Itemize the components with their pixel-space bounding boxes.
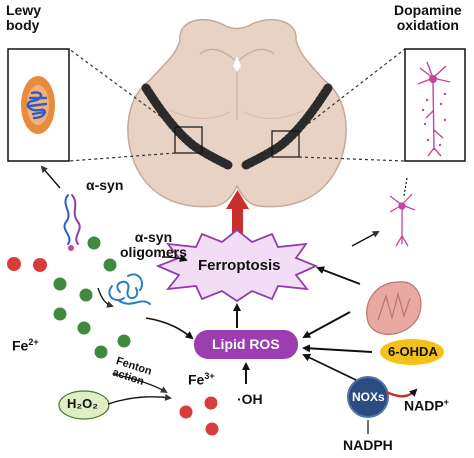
ohda-ellipse: [380, 339, 444, 365]
lipid-ros-label: Lipid ROS: [212, 336, 280, 352]
hydroxyl-label: ·OH: [237, 391, 263, 407]
fe3-dots-lower: [179, 396, 219, 436]
arrows: [40, 165, 418, 434]
noxs-label: NOXs: [352, 390, 385, 404]
fe2-dots: [53, 236, 131, 359]
h2o2-oval: [58, 390, 110, 420]
alpha-syn-strand: [63, 194, 81, 251]
oligomers-label-line2: oligomers: [120, 243, 187, 260]
alpha-syn-oligomers-label: α-syn oligomers: [120, 230, 187, 259]
nadp-label-base: NADP: [404, 397, 444, 414]
lewy-body-label-line1: Lewy: [6, 2, 42, 18]
dopamine-oxidation-label: Dopamine oxidation: [394, 3, 462, 32]
fe3-dots-upper: [7, 257, 47, 272]
fe3-label: Fe3+: [188, 371, 215, 388]
oligomer-cluster: [108, 273, 151, 305]
fe2-label: Fe2+: [12, 337, 39, 354]
ferroptosis-burst: [155, 228, 319, 303]
dopamine-label-line1: Dopamine: [394, 2, 462, 18]
mitochondria-icon: [366, 281, 422, 335]
h2o2-label: H₂O₂: [67, 396, 99, 411]
fe2-label-base: Fe: [12, 337, 29, 354]
dopamine-neuron-box: [404, 48, 466, 162]
lewy-body-label-line2: body: [6, 16, 40, 33]
lipid-ros-pill: [194, 330, 298, 359]
zoom-lines: [68, 48, 406, 162]
fe3-label-base: Fe: [188, 371, 205, 388]
lewy-body-label: Lewy body: [6, 3, 41, 32]
fe2-label-sup: 2+: [28, 337, 39, 347]
noxs-circle: [347, 376, 389, 418]
oligomers-label-line1: α-syn: [134, 229, 173, 245]
lewy-body-box: [7, 48, 70, 162]
alpha-syn-label: α-syn: [86, 177, 124, 193]
midbrain-section: [127, 18, 347, 208]
neuron-icon: [389, 193, 416, 247]
dopamine-label-line2: oxidation: [396, 16, 459, 33]
nadph-label: NADPH: [343, 437, 393, 453]
fe3-label-sup: 3+: [204, 371, 215, 381]
ferroptosis-label: Ferroptosis: [198, 257, 281, 274]
red-arrow: [226, 190, 249, 236]
ohda-label: 6-OHDA: [388, 344, 438, 359]
nadp-label: NADP+: [404, 397, 449, 414]
nadp-label-sup: +: [443, 397, 449, 407]
